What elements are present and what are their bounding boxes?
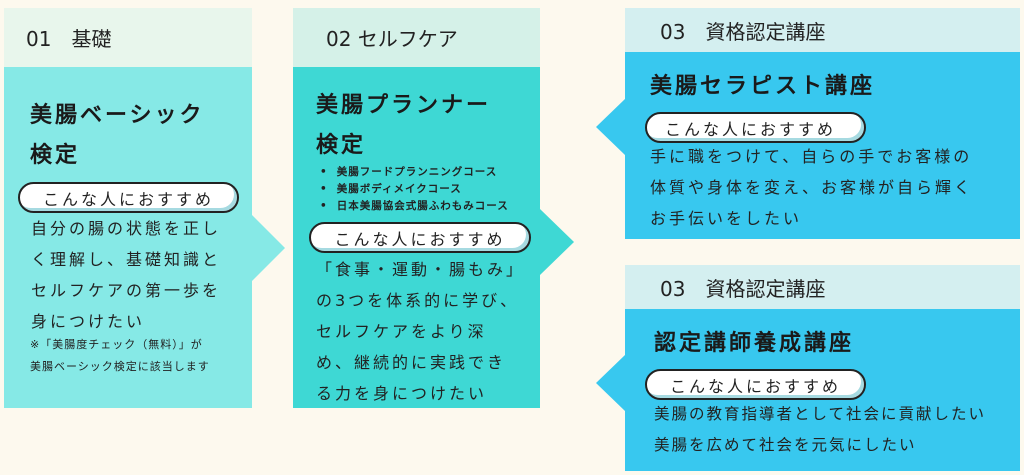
- card-header: 01 基礎: [4, 8, 252, 67]
- card-title: 美腸セラピスト講座: [650, 74, 876, 99]
- title-line: 美腸プランナー: [316, 93, 492, 118]
- header-label: 03 資格認定講座: [660, 19, 826, 44]
- text-line: 「食事・運動・腸もみ」: [316, 260, 526, 279]
- card-title: 美腸ベーシック 検定: [30, 96, 205, 176]
- note-line: 美腸ベーシック検定に該当します: [30, 360, 210, 373]
- course-item: 美腸ボディメイクコース: [320, 181, 509, 198]
- header-label: 02 セルフケア: [326, 27, 458, 51]
- recommend-pill: こんな人におすすめ: [645, 369, 866, 400]
- text-line: セルフケアの第一歩を: [31, 281, 222, 300]
- title-line: 美腸ベーシック: [30, 103, 205, 128]
- course-item: 美腸フードプランニングコース: [320, 164, 509, 181]
- text-line: る力を身につけたい: [316, 384, 488, 403]
- header-label: 01 基礎: [26, 27, 112, 51]
- text-line: お手伝いをしたい: [650, 209, 803, 228]
- arrow-left-icon: [596, 99, 625, 155]
- card-description: 美腸の教育指導者として社会に貢献したい 美腸を広めて社会を元気にしたい: [654, 399, 986, 461]
- text-line: 美腸を広めて社会を元気にしたい: [654, 436, 917, 454]
- card-header: 02 セルフケア: [293, 8, 540, 67]
- card-title: 美腸プランナー 検定: [316, 86, 491, 166]
- header-label: 03 資格認定講座: [660, 276, 826, 301]
- text-line: く理解し、基礎知識と: [31, 250, 222, 269]
- title-line: 検定: [30, 143, 81, 168]
- card-body: [4, 67, 252, 408]
- text-line: 体質や身体を変え、お客様が自ら輝く: [650, 178, 974, 197]
- card-note: ※「美腸度チェック（無料）」が 美腸ベーシック検定に該当します: [30, 334, 210, 378]
- text-line: セルフケアをより深: [316, 322, 487, 341]
- text-line: 手に職をつけて、自らの手でお客様の: [650, 147, 973, 166]
- card-header: 03 資格認定講座: [625, 265, 1020, 309]
- course-item: 日本美腸協会式腸ふわもみコース: [320, 198, 509, 215]
- text-line: 美腸の教育指導者として社会に貢献したい: [654, 405, 987, 423]
- card-description: 手に職をつけて、自らの手でお客様の 体質や身体を変え、お客様が自ら輝く お手伝い…: [650, 141, 973, 234]
- title-line: 検定: [316, 133, 367, 158]
- text-line: め、継続的に実践でき: [316, 353, 507, 372]
- recommend-pill: こんな人におすすめ: [18, 182, 239, 213]
- card-header: 03 資格認定講座: [625, 8, 1020, 52]
- arrow-right-icon: [540, 209, 574, 275]
- text-line: 自分の腸の状態を正し: [31, 219, 222, 238]
- card-body: [625, 52, 1020, 239]
- course-list: 美腸フードプランニングコース 美腸ボディメイクコース 日本美腸協会式腸ふわもみコ…: [320, 164, 509, 215]
- note-line: ※「美腸度チェック（無料）」が: [30, 338, 203, 351]
- recommend-pill: こんな人におすすめ: [645, 112, 866, 143]
- recommend-pill: こんな人におすすめ: [309, 222, 531, 253]
- card-description: 「食事・運動・腸もみ」 の3つを体系的に学び、 セルフケアをより深 め、継続的に…: [316, 254, 525, 409]
- text-line: の3つを体系的に学び、: [316, 291, 520, 310]
- text-line: 身につけたい: [31, 312, 146, 331]
- arrow-left-icon: [596, 355, 625, 411]
- arrow-right-icon: [252, 215, 285, 281]
- card-title: 認定講師養成講座: [654, 331, 855, 356]
- card-description: 自分の腸の状態を正し く理解し、基礎知識と セルフケアの第一歩を 身につけたい: [31, 213, 221, 337]
